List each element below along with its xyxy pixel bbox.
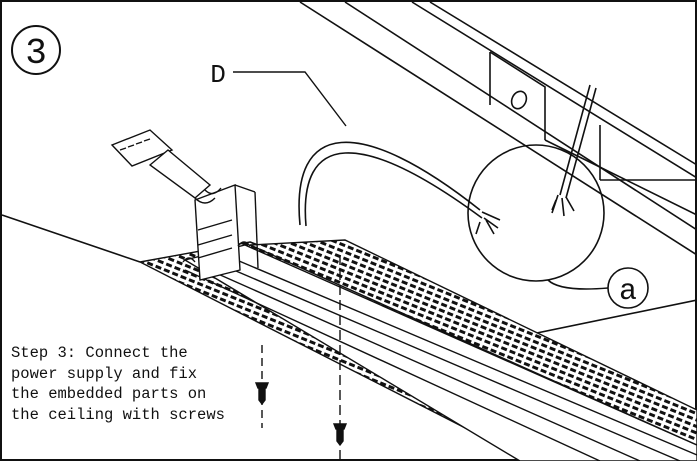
step-description: Step 3: Connect the power supply and fix… <box>11 344 225 424</box>
aluminium-profile <box>137 184 697 461</box>
detail-label-circle <box>607 267 649 309</box>
screws <box>254 255 348 461</box>
detail-label: a <box>619 275 637 309</box>
detail-circle <box>467 84 609 290</box>
ceiling-structure <box>299 1 697 256</box>
step-number: 3 <box>25 33 47 74</box>
step-number-badge <box>11 25 61 75</box>
cable-leader-line <box>233 71 347 127</box>
cable-label: D <box>210 60 226 90</box>
power-cable <box>298 141 501 235</box>
power-connector <box>110 129 222 204</box>
